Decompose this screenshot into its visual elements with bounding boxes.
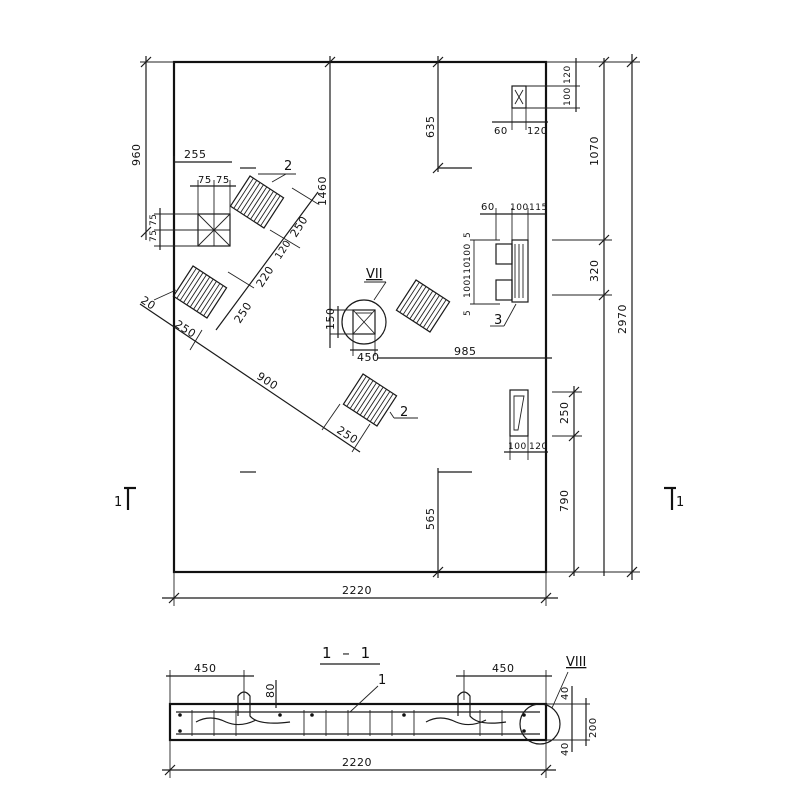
- dim-115-mid: 115: [529, 203, 548, 213]
- section-view: 1 – 1 450 450: [162, 644, 599, 778]
- dim-255: 255: [184, 148, 207, 161]
- dim-120-diag: 120: [273, 238, 293, 261]
- dim-120-top-right: 120: [563, 65, 573, 84]
- dim-220: 220: [254, 264, 277, 290]
- dim-overall-width: 2220: [342, 584, 372, 597]
- hatched-plate-top: [229, 175, 285, 229]
- detail-circle-vii: [341, 299, 387, 345]
- dim-100-mid-a: 100: [463, 243, 473, 262]
- dim-320: 320: [588, 260, 601, 283]
- plan-view: 2220 2970 1070 320 250 790 960 1460: [114, 54, 684, 606]
- dim-100-top-right: 100: [563, 87, 573, 106]
- section-callout-1: 1: [378, 673, 386, 688]
- section-title: 1 – 1: [322, 644, 373, 662]
- dim-75-d: 75: [149, 230, 159, 242]
- dim-60-top: 60: [494, 126, 508, 137]
- dim-75-a: 75: [198, 175, 212, 186]
- dim-1070: 1070: [588, 136, 601, 166]
- dim-450-center: 450: [357, 351, 380, 364]
- central-socket: [352, 309, 376, 335]
- callout-3: 3: [494, 313, 502, 328]
- section-dim-450-right: 450: [492, 662, 515, 675]
- section-mark-right: 1: [676, 495, 684, 510]
- section-dim-2220: 2220: [342, 756, 372, 769]
- dim-overall-height: 2970: [616, 304, 629, 334]
- hatched-plate-bottom: [342, 373, 398, 427]
- section-callout-viii: VIII: [566, 655, 586, 670]
- section-dim-40-bottom: 40: [560, 742, 571, 756]
- dim-75-c: 75: [149, 214, 159, 226]
- dim-790: 790: [558, 490, 571, 513]
- hatched-plate-left: [172, 265, 228, 319]
- lifting-loop-right: [457, 691, 507, 724]
- dim-100-mid-b: 100: [463, 279, 473, 298]
- dim-250-right: 250: [558, 402, 571, 425]
- dim-250-diag-c: 250: [288, 214, 311, 240]
- embedded-plate-bottom-right: [509, 389, 529, 437]
- dim-150: 150: [324, 308, 337, 331]
- dim-110-mid: 110: [463, 261, 473, 280]
- section-dim-80: 80: [264, 683, 277, 698]
- dim-20: 20: [138, 294, 158, 313]
- embedded-part-3: [511, 239, 529, 303]
- dim-985: 985: [454, 345, 477, 358]
- lifting-loop-left: [237, 691, 291, 724]
- dim-120-bottom: 120: [529, 442, 548, 452]
- dim-5-top: 5: [463, 232, 473, 238]
- dim-100-bottom: 100: [508, 442, 527, 452]
- dim-1460: 1460: [316, 176, 329, 206]
- callout-vii: VII: [366, 267, 383, 282]
- dim-5-bottom: 5: [463, 310, 473, 316]
- hatched-plate-center: [395, 279, 451, 333]
- dim-250-diag-a: 250: [172, 318, 198, 341]
- slab-outline: [172, 60, 548, 574]
- dim-565: 565: [424, 508, 437, 531]
- callout-2-bottom: 2: [400, 405, 408, 420]
- section-dim-450-left: 450: [194, 662, 217, 675]
- dim-60-mid: 60: [481, 202, 495, 213]
- detail-circle-viii: [519, 703, 561, 745]
- dim-635: 635: [424, 116, 437, 139]
- dim-75-b: 75: [216, 175, 230, 186]
- dim-120-top: 120: [527, 126, 548, 137]
- embedded-plate-top-right: [511, 85, 527, 109]
- section-dim-40-top: 40: [560, 686, 571, 700]
- dim-100-mid: 100: [510, 203, 529, 213]
- dim-line-diagonal-upper: [215, 191, 319, 331]
- callout-2-top: 2: [284, 159, 292, 174]
- section-dim-200: 200: [588, 717, 599, 738]
- section-mark-left: 1: [114, 495, 122, 510]
- dim-960: 960: [130, 144, 143, 167]
